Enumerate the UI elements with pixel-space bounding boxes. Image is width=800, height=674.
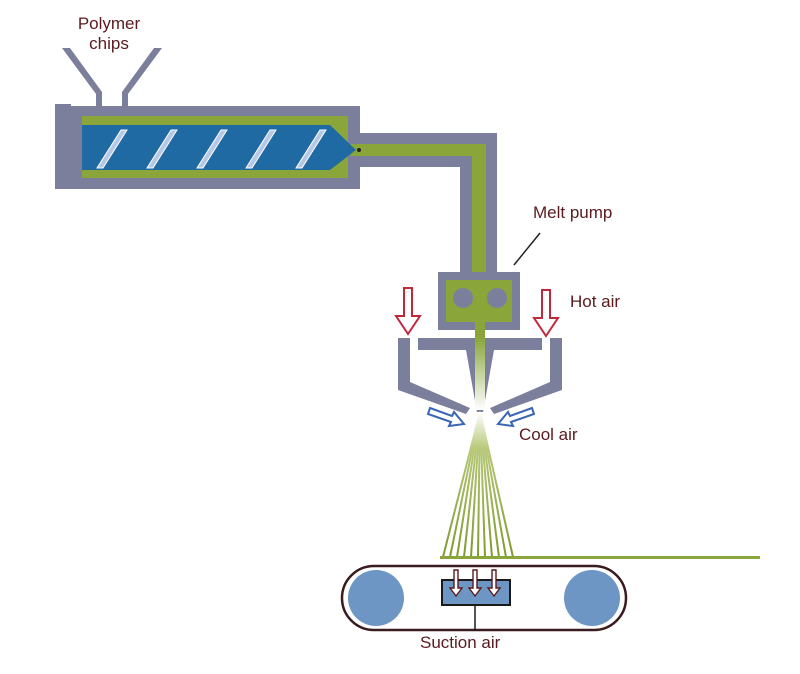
screw-flights (96, 129, 327, 169)
fiber-spray (442, 411, 514, 558)
hot-air-label: Hot air (570, 292, 621, 311)
polymer-chips-label: Polymer chips (64, 14, 154, 54)
melt-pipe (350, 133, 497, 286)
melt-pump (438, 272, 520, 340)
suction-arrows (448, 569, 502, 598)
polymer-chips-label-line1: Polymer (77, 14, 141, 33)
melt-pump-label: Melt pump (533, 203, 613, 222)
hopper (62, 48, 162, 116)
melt-pump-leader (513, 232, 541, 266)
suction-box (441, 569, 511, 631)
meltblown-die (398, 338, 562, 414)
cool-air-label: Cool air (519, 425, 578, 444)
suction-air-label: Suction air (420, 633, 501, 652)
left-roller (348, 570, 404, 626)
right-roller (564, 570, 620, 626)
nonwoven-web (440, 556, 760, 559)
extruder-screw (82, 125, 361, 170)
polymer-chips-label-line2: chips (89, 34, 129, 53)
cool-air-arrow-right (496, 406, 536, 428)
hot-air-arrow-right (532, 289, 560, 338)
cool-air-arrow-left (426, 406, 466, 428)
hot-air-arrow-left (394, 287, 422, 336)
